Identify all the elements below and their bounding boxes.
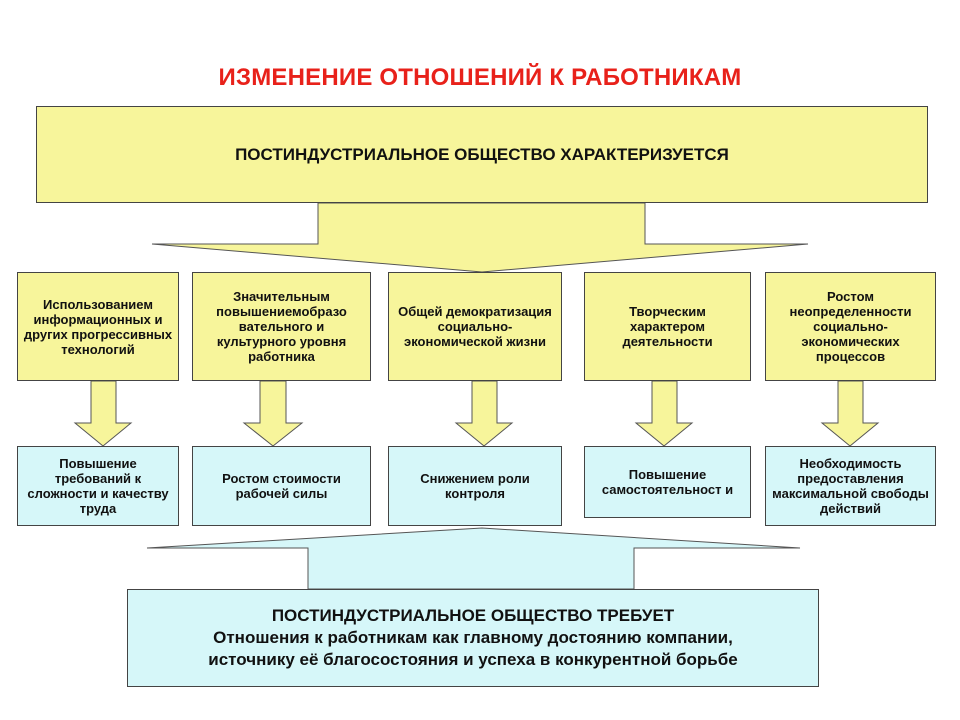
consequence-box-2: Ростом стоимости рабочей силы bbox=[192, 446, 371, 526]
feature-box-1: Использованием информационных и других п… bbox=[17, 272, 179, 381]
top-arrow bbox=[151, 202, 809, 273]
down-arrow-3 bbox=[454, 380, 514, 447]
down-arrow-4 bbox=[634, 380, 694, 447]
consequence-box-5: Необходимость предоставления максимально… bbox=[765, 446, 936, 526]
feature-box-4: Творческим характером деятельности bbox=[584, 272, 751, 381]
consequence-box-1: Повышение требований к сложности и качес… bbox=[17, 446, 179, 526]
bottom-heading: ПОСТИНДУСТРИАЛЬНОЕ ОБЩЕСТВО ТРЕБУЕТ bbox=[271, 606, 675, 625]
down-arrow-1 bbox=[73, 380, 133, 447]
consequence-box-4: Повышение самостоятельност и bbox=[584, 446, 751, 518]
consequence-box-3: Снижением роли контроля bbox=[388, 446, 562, 526]
bottom-arrow bbox=[146, 527, 801, 590]
top-box-characterized: ПОСТИНДУСТРИАЛЬНОЕ ОБЩЕСТВО ХАРАКТЕРИЗУЕ… bbox=[36, 106, 928, 203]
bottom-line-2: источнику её благосостояния и успеха в к… bbox=[208, 650, 738, 669]
page-title: ИЗМЕНЕНИЕ ОТНОШЕНИЙ К РАБОТНИКАМ bbox=[218, 64, 742, 91]
down-arrow-5 bbox=[820, 380, 880, 447]
feature-box-5: Ростом неопределенности социально-эконом… bbox=[765, 272, 936, 381]
feature-box-2: Значительным повышениемобразо вательного… bbox=[192, 272, 371, 381]
bottom-line-1: Отношения к работникам как главному дост… bbox=[213, 628, 733, 647]
down-arrow-2 bbox=[242, 380, 304, 447]
bottom-box-requires: ПОСТИНДУСТРИАЛЬНОЕ ОБЩЕСТВО ТРЕБУЕТ Отно… bbox=[127, 589, 819, 687]
feature-box-3: Общей демократизация социально-экономиче… bbox=[388, 272, 562, 381]
